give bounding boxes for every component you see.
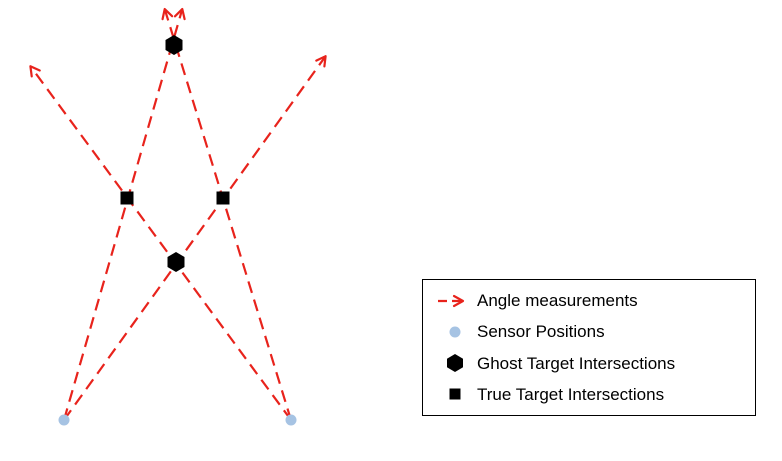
legend-label: True Target Intersections — [477, 384, 665, 404]
true-target-marker — [216, 191, 230, 205]
legend: Angle measurements Sensor Positions Ghos… — [422, 279, 756, 416]
legend-label: Sensor Positions — [477, 322, 605, 342]
legend-label: Ghost Target Intersections — [477, 353, 676, 373]
legend-item-sensor-positions: Sensor Positions — [433, 319, 755, 345]
ghost-target-marker — [167, 252, 185, 272]
sensor-position-icon — [433, 324, 477, 340]
legend-item-angle-measurements: Angle measurements — [433, 288, 755, 314]
legend-item-true-target-intersections: True Target Intersections — [433, 381, 755, 407]
bearing-ray-line — [29, 65, 292, 421]
true-target-marker — [120, 191, 134, 205]
ghost-target-marker — [165, 35, 183, 55]
legend-label: Angle measurements — [477, 291, 638, 311]
bearing-ray-line — [63, 55, 327, 421]
sensor-marker — [285, 414, 297, 426]
angle-measurement-arrow-icon — [433, 294, 477, 308]
true-target-icon — [433, 387, 477, 401]
sensor-marker — [58, 414, 70, 426]
ghost-target-icon — [433, 353, 477, 373]
bearing-ray-line — [62, 7, 186, 421]
legend-item-ghost-target-intersections: Ghost Target Intersections — [433, 350, 755, 376]
bearing-ray-line — [161, 7, 293, 421]
